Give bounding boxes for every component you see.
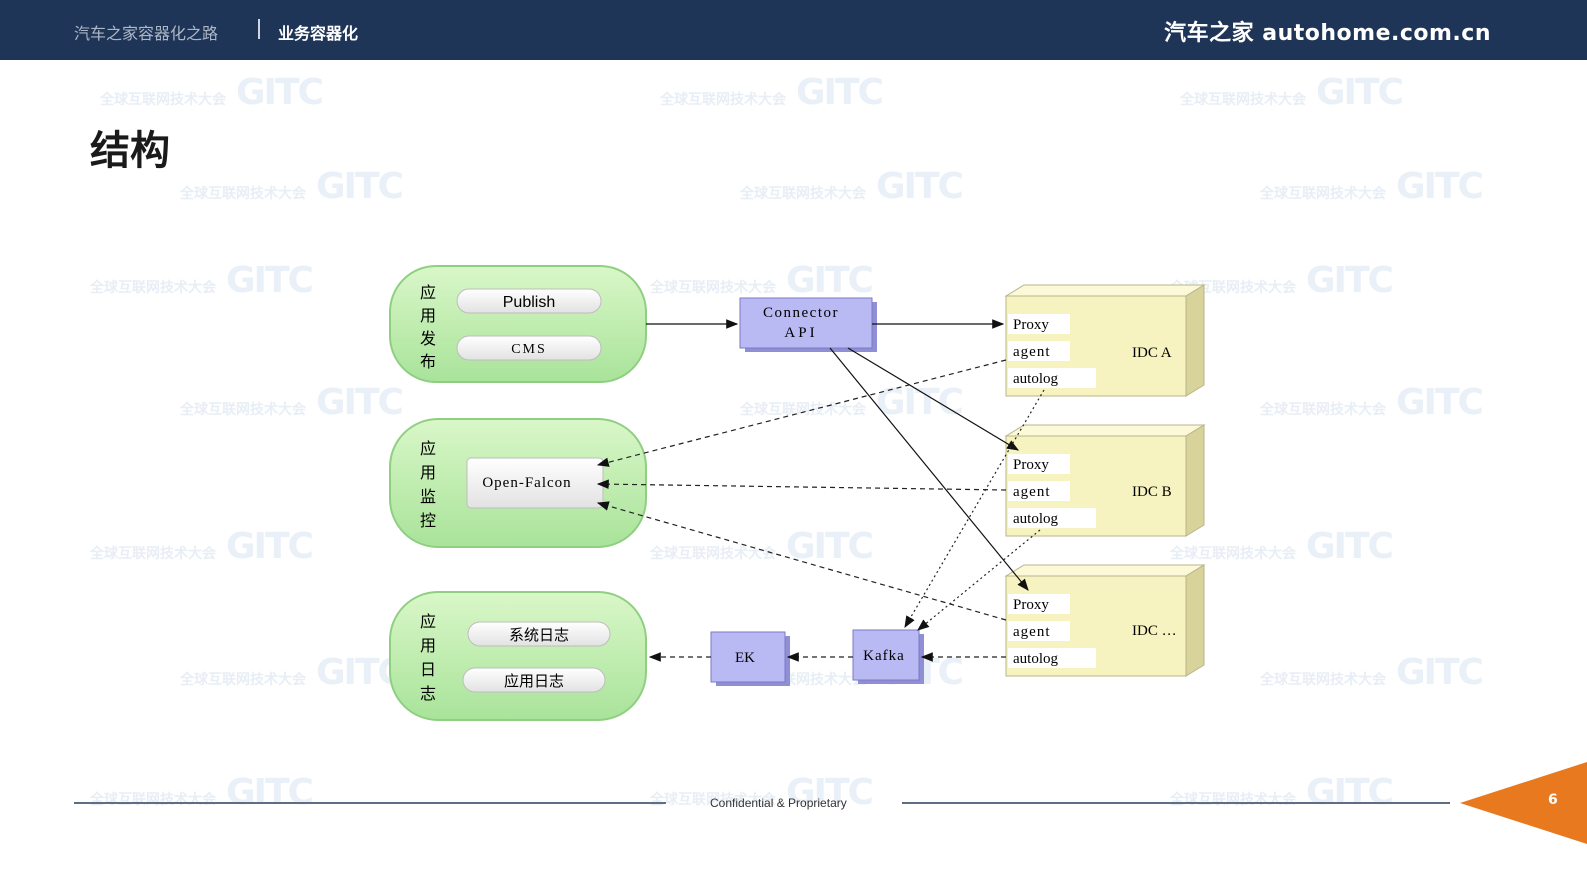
footer-rule-right bbox=[902, 802, 1450, 804]
idc-a-proxy: Proxy bbox=[1013, 317, 1049, 333]
arrow-idc-b-autolog-to-kafka bbox=[917, 529, 1041, 631]
publish-pill bbox=[456, 288, 602, 314]
system-log-label: 系统日志 bbox=[509, 626, 569, 644]
top-header-bar: 汽车之家容器化之路 业务容器化 汽车之家 autohome.com.cn bbox=[0, 0, 1587, 60]
cms-pill bbox=[456, 335, 602, 361]
dotted-arrows bbox=[904, 389, 1045, 631]
idc-more-box: Proxy agent autolog IDC … bbox=[1004, 564, 1206, 677]
brand-logo: 汽车之家 autohome.com.cn bbox=[1164, 21, 1491, 46]
monitor-group-label-4: 控 bbox=[420, 511, 436, 530]
publish-group-label-2: 用 bbox=[420, 306, 436, 325]
footer-rule-left bbox=[74, 802, 666, 804]
publish-group-label-4: 布 bbox=[420, 352, 436, 371]
logs-group: 应 用 日 志 系统日志 应用日志 bbox=[389, 591, 647, 721]
page-number-tab bbox=[1460, 762, 1587, 844]
dashed-arrows bbox=[596, 359, 1007, 662]
confidential-notice: Confidential & Proprietary bbox=[710, 796, 847, 810]
arrow-connector-to-idc-b bbox=[847, 347, 1020, 451]
monitor-group-label-3: 监 bbox=[420, 487, 436, 506]
idc-a-agent: agent bbox=[1013, 344, 1050, 360]
breadcrumb-current: 业务容器化 bbox=[278, 24, 359, 43]
publish-label: Publish bbox=[503, 294, 555, 311]
page-title: 结构 bbox=[90, 128, 170, 174]
connector-label-1: Connector bbox=[763, 305, 839, 321]
app-log-label: 应用日志 bbox=[504, 672, 564, 690]
monitor-group-label-2: 用 bbox=[420, 463, 436, 482]
kafka-node: Kafka bbox=[852, 629, 924, 684]
idc-a-box: Proxy agent autolog IDC A bbox=[1004, 284, 1206, 397]
monitor-group: 应 用 监 控 Open-Falcon bbox=[389, 418, 647, 548]
publish-group-label-1: 应 bbox=[420, 283, 436, 302]
monitor-group-label-1: 应 bbox=[420, 439, 436, 458]
idc-b-name: IDC B bbox=[1132, 484, 1172, 500]
idc-b-agent: agent bbox=[1013, 484, 1050, 500]
solid-arrows bbox=[646, 319, 1029, 591]
publish-group: 应 用 发 布 Publish CMS bbox=[389, 265, 647, 383]
ek-node: EK bbox=[710, 631, 790, 686]
cms-label: CMS bbox=[511, 342, 547, 357]
logs-group-label-4: 志 bbox=[420, 684, 436, 703]
connector-api-node: Connector API bbox=[739, 297, 877, 352]
idc-more-proxy: Proxy bbox=[1013, 597, 1049, 613]
app-log-pill bbox=[462, 667, 606, 693]
idc-b-box: Proxy agent autolog IDC B bbox=[1004, 424, 1206, 537]
kafka-label: Kafka bbox=[863, 648, 905, 664]
publish-group-label-3: 发 bbox=[420, 329, 436, 348]
logs-group-label-2: 用 bbox=[420, 636, 436, 655]
logs-group-label-3: 日 bbox=[420, 660, 436, 679]
arrow-idc-more-agent-to-falcon bbox=[596, 501, 1007, 621]
system-log-pill bbox=[467, 621, 611, 647]
idc-a-name: IDC A bbox=[1132, 345, 1172, 361]
arrow-idc-a-autolog-to-kafka bbox=[904, 389, 1045, 629]
idc-b-proxy: Proxy bbox=[1013, 457, 1049, 473]
connector-label-2: API bbox=[784, 325, 817, 341]
page-number: 6 bbox=[1548, 792, 1558, 808]
breadcrumb-divider bbox=[258, 19, 260, 39]
open-falcon-label: Open-Falcon bbox=[482, 475, 571, 491]
idc-more-name: IDC … bbox=[1132, 623, 1177, 639]
arrow-connector-to-idc-more bbox=[829, 347, 1029, 591]
arrow-idc-a-agent-to-falcon bbox=[596, 359, 1007, 467]
idc-more-agent: agent bbox=[1013, 624, 1050, 640]
idc-a-autolog: autolog bbox=[1013, 371, 1058, 387]
breadcrumb-section: 汽车之家容器化之路 bbox=[74, 24, 219, 43]
ek-label: EK bbox=[735, 650, 755, 666]
idc-more-autolog: autolog bbox=[1013, 651, 1058, 667]
idc-b-autolog: autolog bbox=[1013, 511, 1058, 527]
logs-group-label-1: 应 bbox=[420, 612, 436, 631]
